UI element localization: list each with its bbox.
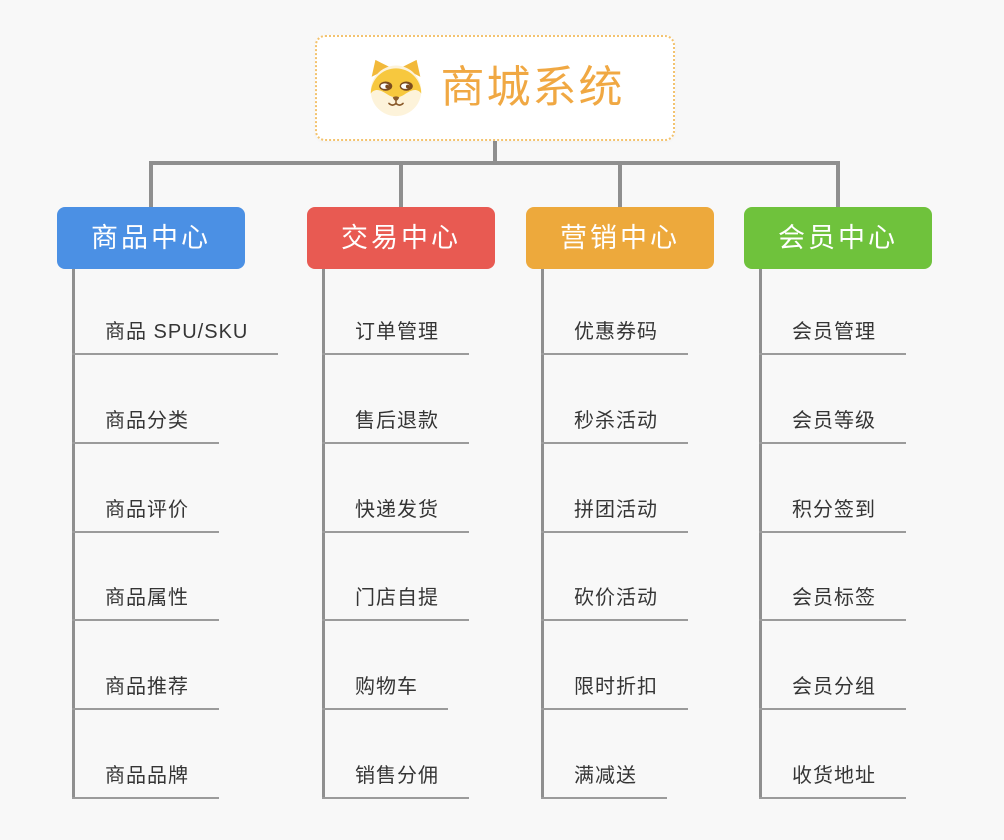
subtopic-label[interactable]: 商品 SPU/SKU xyxy=(72,321,279,355)
subtopic-item: 售后退款 xyxy=(322,355,469,444)
branch-node-member-center[interactable]: 会员中心 xyxy=(744,207,932,269)
branch-node-label: 营销中心 xyxy=(560,222,680,253)
subtopic-item: 优惠券码 xyxy=(541,269,688,355)
subtopic-label[interactable]: 砍价活动 xyxy=(541,587,688,622)
subtopic-label[interactable]: 满减送 xyxy=(541,765,667,799)
root-topic-title: 商城系统 xyxy=(440,63,625,112)
subtopic-item: 销售分佣 xyxy=(322,710,469,799)
subtopic-item: 商品属性 xyxy=(72,533,278,622)
subtopic-label[interactable]: 购物车 xyxy=(322,676,448,711)
subtopic-label[interactable]: 会员管理 xyxy=(759,321,906,355)
subtopic-item: 拼团活动 xyxy=(541,444,688,533)
branch-node-label: 交易中心 xyxy=(341,222,461,253)
subtopic-item: 会员分组 xyxy=(759,621,906,711)
subtopic-label[interactable]: 销售分佣 xyxy=(322,765,469,799)
branch-node-trade-center[interactable]: 交易中心 xyxy=(307,207,495,269)
subtopic-label[interactable]: 优惠券码 xyxy=(541,321,688,355)
branch-children-trade-center: 订单管理 售后退款 快递发货 门店自提 购物车 销售分佣 xyxy=(322,269,469,799)
branch-node-label: 商品中心 xyxy=(91,222,211,253)
subtopic-item: 会员标签 xyxy=(759,533,906,622)
subtopic-label[interactable]: 积分签到 xyxy=(759,499,906,533)
subtopic-label[interactable]: 收货地址 xyxy=(759,765,906,799)
subtopic-item: 快递发货 xyxy=(322,444,469,533)
subtopic-label[interactable]: 订单管理 xyxy=(322,321,469,355)
subtopic-label[interactable]: 秒杀活动 xyxy=(541,410,688,444)
subtopic-item: 商品推荐 xyxy=(72,621,278,711)
subtopic-label[interactable]: 门店自提 xyxy=(322,587,469,622)
subtopic-label[interactable]: 商品品牌 xyxy=(72,765,219,799)
subtopic-label[interactable]: 快递发货 xyxy=(322,499,469,533)
subtopic-label[interactable]: 拼团活动 xyxy=(541,499,688,533)
branch-children-product-center: 商品 SPU/SKU 商品分类 商品评价 商品属性 商品推荐 商品品牌 xyxy=(72,269,279,799)
root-topic-node[interactable]: 商城系统 xyxy=(315,35,675,141)
branch-children-member-center: 会员管理 会员等级 积分签到 会员标签 会员分组 收货地址 xyxy=(759,269,906,799)
branch-node-product-center[interactable]: 商品中心 xyxy=(57,207,245,269)
subtopic-item: 门店自提 xyxy=(322,533,469,622)
subtopic-item: 购物车 xyxy=(322,621,469,711)
subtopic-label[interactable]: 商品分类 xyxy=(72,410,219,444)
subtopic-item: 商品品牌 xyxy=(72,710,278,799)
dog-logo-icon xyxy=(370,59,421,117)
subtopic-item: 会员等级 xyxy=(759,355,906,444)
subtopic-item: 砍价活动 xyxy=(541,533,688,622)
subtopic-item: 收货地址 xyxy=(759,710,906,799)
subtopic-label[interactable]: 商品评价 xyxy=(72,499,219,533)
subtopic-item: 订单管理 xyxy=(322,269,469,355)
subtopic-label[interactable]: 会员等级 xyxy=(759,410,906,444)
branch-node-marketing-center[interactable]: 营销中心 xyxy=(526,207,714,269)
subtopic-item: 积分签到 xyxy=(759,444,906,533)
subtopic-label[interactable]: 会员标签 xyxy=(759,587,906,622)
subtopic-item: 满减送 xyxy=(541,710,688,799)
subtopic-label[interactable]: 商品推荐 xyxy=(72,676,219,711)
subtopic-item: 秒杀活动 xyxy=(541,355,688,444)
subtopic-label[interactable]: 限时折扣 xyxy=(541,676,688,711)
subtopic-label[interactable]: 商品属性 xyxy=(72,587,219,622)
subtopic-label[interactable]: 售后退款 xyxy=(322,410,469,444)
branch-node-label: 会员中心 xyxy=(778,222,898,253)
subtopic-label[interactable]: 会员分组 xyxy=(759,676,906,711)
subtopic-item: 会员管理 xyxy=(759,269,906,355)
subtopic-item: 限时折扣 xyxy=(541,621,688,711)
subtopic-item: 商品分类 xyxy=(72,355,278,444)
subtopic-item: 商品 SPU/SKU xyxy=(72,269,279,355)
subtopic-item: 商品评价 xyxy=(72,444,278,533)
branch-children-marketing-center: 优惠券码 秒杀活动 拼团活动 砍价活动 限时折扣 满减送 xyxy=(541,269,688,799)
